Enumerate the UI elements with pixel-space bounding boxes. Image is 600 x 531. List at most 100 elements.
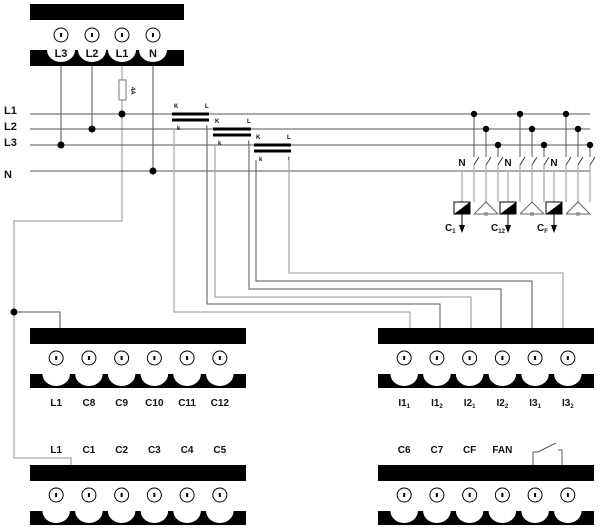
- switch-contact-icon: [519, 156, 526, 166]
- terminal-block-mid-right: I11 I12 I21 I22 I31 I32: [378, 328, 594, 410]
- junction-dot: [482, 125, 490, 133]
- junction-dot: [494, 141, 502, 149]
- terminal-label: C2: [115, 445, 128, 456]
- switch-contact-icon: [531, 156, 538, 166]
- supply-terminal-block: L3 L2 L1 N: [30, 4, 184, 66]
- wire-i2-2: [248, 144, 502, 328]
- bank-label: C12: [491, 223, 506, 235]
- terminal-block-bottom-left: L1 C1 C2 C3 C4 C5: [30, 445, 246, 525]
- arrow-down-icon: [551, 225, 557, 233]
- fuse: 4A: [118, 79, 135, 101]
- capacitor-bank: N C1: [445, 110, 504, 235]
- terminal-label: I31: [529, 398, 541, 410]
- supply-terminal-label: L2: [86, 48, 99, 60]
- junction-dot: [516, 110, 524, 118]
- junction-dot: [574, 125, 582, 133]
- arrow-down-icon: [459, 225, 465, 233]
- terminal-label: C12: [211, 398, 230, 409]
- wire-i1-1: [173, 128, 411, 328]
- ct-primary-k: K: [174, 104, 179, 110]
- terminal-label: I11: [398, 398, 410, 410]
- switch-contact-icon: [543, 156, 550, 166]
- ct-primary-k: K: [256, 135, 261, 141]
- junction-dot: [586, 141, 594, 149]
- ct-primary-l: L: [287, 135, 291, 141]
- switch-contact-icon: [473, 156, 480, 166]
- bank-neutral-label: N: [504, 158, 511, 169]
- delta-capacitor-icon: [473, 201, 500, 216]
- wire-l1-mid-block: [14, 311, 61, 328]
- wire-l1-bottom-block: [13, 312, 72, 465]
- ct-primary-l: L: [205, 104, 209, 110]
- wire-i1-2: [206, 128, 441, 328]
- terminal-label: C8: [83, 398, 96, 409]
- terminal-label: C11: [178, 398, 196, 409]
- junction-dot: [470, 110, 478, 118]
- junction-dot: [562, 110, 570, 118]
- capacitor-bank: N C12: [491, 110, 550, 235]
- switch-contact-icon: [497, 156, 504, 166]
- ct-secondary-wires: [173, 128, 564, 328]
- terminal-label: L1: [50, 398, 62, 409]
- supply-terminal-label: L1: [116, 48, 129, 60]
- terminal-label: I21: [464, 398, 476, 410]
- terminal-label: L1: [50, 445, 62, 456]
- bus-label-l3: L3: [4, 137, 17, 149]
- bank-neutral-label: N: [550, 158, 557, 169]
- terminal-label: I12: [431, 398, 443, 410]
- junction-dot: [57, 141, 65, 149]
- switch-contact-icon: [485, 156, 492, 166]
- terminal-label: FAN: [492, 445, 512, 456]
- ct-secondary-k: k: [218, 141, 222, 147]
- junction-dot: [528, 125, 536, 133]
- terminal-label: C9: [115, 398, 128, 409]
- capacitor-banks: N C1 N C12 N CF: [445, 110, 596, 235]
- bank-label: CF: [537, 223, 548, 235]
- junction-dot: [149, 167, 157, 175]
- delta-capacitor-icon: [565, 201, 592, 216]
- terminal-label: C1: [83, 445, 96, 456]
- bus-label-l1: L1: [4, 105, 17, 117]
- capacitor-bank: N CF: [537, 110, 596, 235]
- supply-terminal-label: L3: [55, 48, 68, 60]
- bus-label-l2: L2: [4, 121, 17, 133]
- switch-contact-icon: [589, 156, 596, 166]
- terminal-label: C5: [213, 445, 226, 456]
- terminal-label: CF: [463, 445, 476, 456]
- terminal-block-mid-left: L1 C8 C9 C10 C11 C12: [30, 328, 246, 409]
- terminal-block-bottom-right: C6 C7 CF FAN: [378, 445, 594, 525]
- ct-primary-l: L: [247, 119, 251, 125]
- junction-dot: [10, 308, 18, 316]
- terminal-label: I32: [562, 398, 574, 410]
- bus-label-n: N: [4, 169, 12, 181]
- terminal-label: C7: [431, 445, 444, 456]
- ct-secondary-k: k: [177, 126, 181, 132]
- terminal-label: I22: [497, 398, 509, 410]
- fuse-label: 4A: [129, 87, 135, 95]
- bank-label: C1: [445, 223, 456, 235]
- terminal-label: C10: [145, 398, 164, 409]
- supply-terminal-label: N: [149, 48, 157, 60]
- bank-neutral-label: N: [458, 158, 465, 169]
- switch-contact-icon: [565, 156, 572, 166]
- junction-dot: [88, 125, 96, 133]
- terminal-label: C4: [181, 445, 194, 456]
- junction-dot: [118, 110, 126, 118]
- terminal-label: C3: [148, 445, 161, 456]
- switch-contact-icon: [577, 156, 584, 166]
- arrow-down-icon: [505, 225, 511, 233]
- delta-capacitor-icon: [519, 201, 546, 216]
- ct-secondary-k: k: [259, 157, 263, 163]
- ct-primary-k: K: [215, 119, 220, 125]
- wire-i3-2: [288, 160, 564, 328]
- wire-i3-1: [255, 160, 533, 328]
- wire-i2-1: [214, 144, 472, 328]
- junction-dot: [540, 141, 548, 149]
- wire-l1-control: [13, 210, 123, 312]
- terminal-label: C6: [398, 445, 411, 456]
